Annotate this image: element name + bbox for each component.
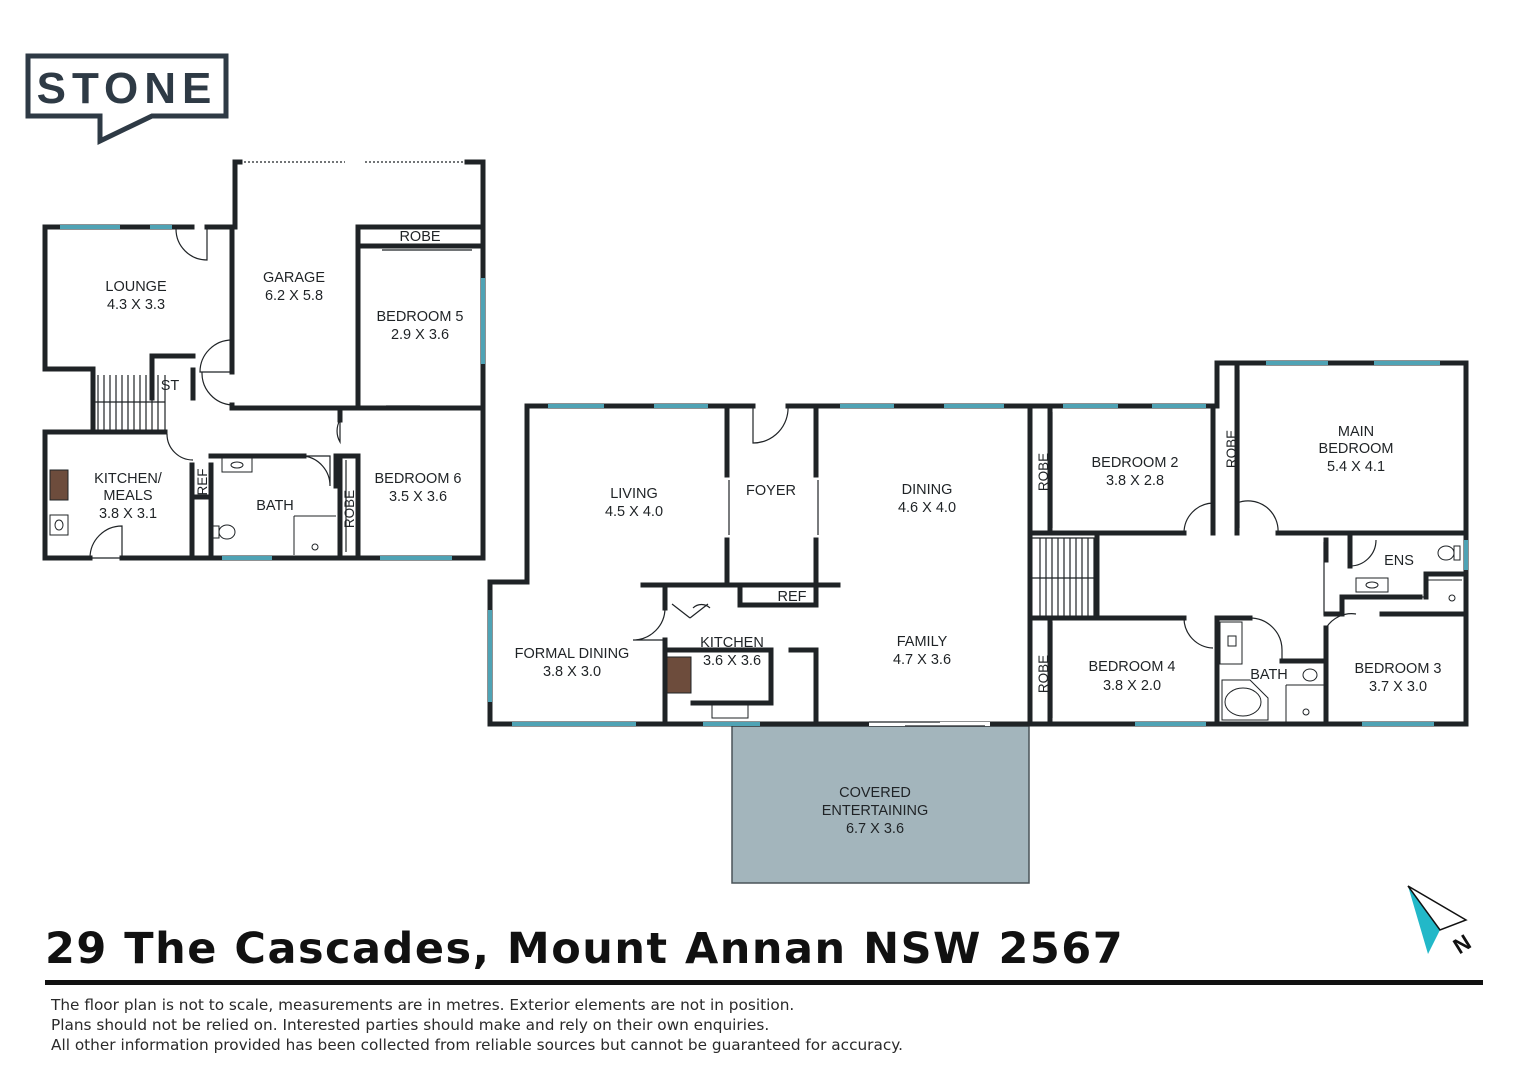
room-size-bedroom6: 3.5 X 3.6 <box>389 489 447 505</box>
windows <box>60 225 1468 726</box>
room-size-bedroom4: 3.8 X 2.0 <box>1103 678 1161 694</box>
room-size-lounge: 4.3 X 3.3 <box>107 297 165 313</box>
room-ens: ENS <box>1384 553 1414 569</box>
room-size-bedroom2: 3.8 X 2.8 <box>1106 473 1164 489</box>
room-name-bedroom4: BEDROOM 4 <box>1088 659 1175 675</box>
disclaimer: The floor plan is not to scale, measurem… <box>51 995 903 1055</box>
room-bath-small: BATH <box>256 498 294 514</box>
room-name-lounge: LOUNGE <box>105 279 167 295</box>
room-name-covered-2: ENTERTAINING <box>822 803 929 819</box>
room-name-kitchen-meals-1: KITCHEN/ <box>94 471 163 487</box>
walls-main-house <box>487 360 1469 727</box>
stairs-main <box>1032 537 1097 619</box>
room-robe-b6: ROBE <box>342 490 357 528</box>
room-bath-main: BATH <box>1250 667 1288 683</box>
room-size-covered: 6.7 X 3.6 <box>846 821 904 837</box>
room-name-bedroom2: BEDROOM 2 <box>1091 455 1178 471</box>
sliding-doors <box>240 161 1325 727</box>
divider <box>45 980 1483 985</box>
room-size-bedroom3: 3.7 X 3.0 <box>1369 679 1427 695</box>
covered-entertaining-area <box>731 725 1030 884</box>
logo-wordmark: STONE <box>37 64 218 113</box>
room-robe-main: ROBE <box>1224 430 1239 468</box>
room-size-kitchen-meals: 3.8 X 3.1 <box>99 506 157 522</box>
room-name-kitchen-meals-2: MEALS <box>103 488 152 504</box>
room-name-covered-1: COVERED <box>839 785 911 801</box>
room-name-bedroom6: BEDROOM 6 <box>374 471 461 487</box>
room-size-dining: 4.6 X 4.0 <box>898 500 956 516</box>
room-foyer: FOYER <box>746 483 796 499</box>
disclaimer-line: Plans should not be relied on. Intereste… <box>51 1016 770 1034</box>
compass-icon: N <box>1407 885 1476 959</box>
room-name-dining: DINING <box>902 482 953 498</box>
room-labels: LOUNGE 4.3 X 3.3 GARAGE 6.2 X 5.8 ROBE B… <box>94 229 1441 837</box>
compass-label: N <box>1449 929 1476 959</box>
room-robe-b5: ROBE <box>399 229 440 245</box>
disclaimer-line: All other information provided has been … <box>51 1036 903 1054</box>
room-name-bedroom5: BEDROOM 5 <box>376 309 463 325</box>
room-size-bedroom5: 2.9 X 3.6 <box>391 327 449 343</box>
room-size-family: 4.7 X 3.6 <box>893 652 951 668</box>
door-swings <box>89 228 1426 661</box>
room-name-bedroom3: BEDROOM 3 <box>1354 661 1441 677</box>
room-size-main-bedroom: 5.4 X 4.1 <box>1327 459 1385 475</box>
room-name-garage: GARAGE <box>263 270 325 286</box>
room-size-garage: 6.2 X 5.8 <box>265 288 323 304</box>
room-name-main-bedroom-1: MAIN <box>1338 424 1374 440</box>
room-name-kitchen: KITCHEN <box>700 635 764 651</box>
room-size-kitchen: 3.6 X 3.6 <box>703 653 761 669</box>
room-size-formal-dining: 3.8 X 3.0 <box>543 664 601 680</box>
room-name-main-bedroom-2: BEDROOM <box>1319 441 1394 457</box>
room-name-formal-dining: FORMAL DINING <box>515 646 630 662</box>
room-size-living: 4.5 X 4.0 <box>605 504 663 520</box>
room-ref-main: REF <box>778 589 807 605</box>
fixtures <box>49 457 1462 722</box>
disclaimer-line: The floor plan is not to scale, measurem… <box>51 996 795 1014</box>
room-st: ST <box>161 378 180 394</box>
stone-logo: STONE <box>25 53 229 145</box>
room-robe-b4: ROBE <box>1036 655 1051 693</box>
room-name-living: LIVING <box>610 486 658 502</box>
room-name-family: FAMILY <box>897 634 948 650</box>
room-robe-b2: ROBE <box>1036 453 1051 491</box>
property-address: 29 The Cascades, Mount Annan NSW 2567 <box>45 924 1125 974</box>
room-ref-small: REF <box>195 469 210 496</box>
